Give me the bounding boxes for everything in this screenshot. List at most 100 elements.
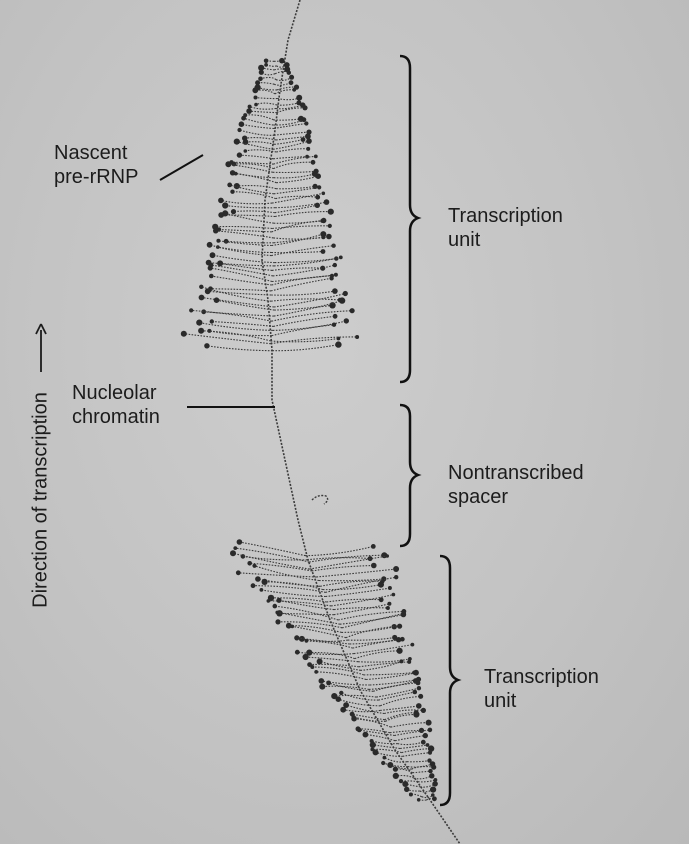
rnp-granule bbox=[222, 202, 229, 209]
nascent-rna-fibril bbox=[273, 156, 308, 160]
nascent-rna-fibril bbox=[271, 310, 353, 322]
rnp-granule bbox=[216, 238, 221, 243]
nascent-rna-fibril bbox=[271, 245, 334, 257]
rnp-granule bbox=[397, 623, 403, 629]
nascent-rna-fibril bbox=[366, 672, 417, 681]
nascent-rna-fibril bbox=[276, 102, 300, 106]
rnp-granule bbox=[288, 80, 294, 86]
rnp-granule bbox=[408, 657, 412, 661]
rnp-granule bbox=[332, 288, 338, 294]
rnp-granule bbox=[275, 610, 280, 615]
nascent-rna-fibril bbox=[420, 783, 436, 788]
nascent-rna-fibril bbox=[273, 220, 323, 224]
nascent-rna-fibril bbox=[268, 600, 332, 607]
nascent-rna-fibril bbox=[326, 598, 382, 603]
nascent-rna-fibril bbox=[274, 139, 304, 145]
rnp-granule bbox=[343, 702, 349, 708]
rnp-granule bbox=[217, 260, 224, 267]
bracket-transcription-unit-bottom bbox=[439, 554, 462, 807]
rnp-granule bbox=[343, 318, 349, 324]
nascent-rna-fibril bbox=[338, 610, 404, 621]
rnp-granule bbox=[238, 121, 245, 127]
nascent-rna-fibril bbox=[257, 86, 278, 91]
nascent-rna-fibril bbox=[318, 578, 384, 582]
nascent-rna-fibril bbox=[380, 695, 421, 707]
nascent-rna-fibril bbox=[325, 576, 397, 593]
rnp-granule bbox=[394, 575, 399, 580]
nascent-rna-fibril bbox=[199, 322, 273, 331]
nascent-rna-fibril bbox=[257, 82, 275, 85]
nascent-rna-fibril bbox=[239, 129, 275, 136]
rnp-granule bbox=[294, 649, 300, 655]
nascent-rna-fibril bbox=[341, 692, 379, 701]
nascent-rna-fibril bbox=[278, 599, 335, 611]
nascent-rna-fibril bbox=[252, 585, 326, 593]
nascent-rna-fibril bbox=[208, 262, 275, 267]
nascent-rna-fibril bbox=[297, 651, 354, 656]
rnp-granule bbox=[381, 760, 386, 766]
rnp-granule bbox=[349, 308, 355, 314]
rnp-granule bbox=[290, 624, 295, 629]
nascent-rna-fibril bbox=[238, 572, 317, 578]
nascent-label-line2: pre-rRNP bbox=[54, 166, 139, 188]
nascent-rna-fibril bbox=[331, 594, 394, 607]
rnp-granule bbox=[385, 606, 390, 610]
nascent-rna-fibril bbox=[309, 663, 359, 668]
nascent-rna-fibril bbox=[276, 175, 319, 184]
rnp-granule bbox=[372, 749, 379, 756]
nascent-rna-fibril bbox=[279, 612, 334, 616]
nascent-rna-fibril bbox=[255, 102, 278, 106]
rnp-granule bbox=[213, 297, 220, 304]
nascent-rna-fibril bbox=[322, 584, 382, 591]
rnp-granule bbox=[254, 102, 258, 107]
rnp-granule bbox=[313, 154, 318, 159]
nascent-rna-fibril bbox=[274, 82, 292, 86]
rnp-granule bbox=[252, 87, 259, 94]
nascent-rna-fibril bbox=[274, 204, 318, 214]
nascent-rna-fibril bbox=[218, 240, 272, 247]
nascent-rna-fibril bbox=[334, 694, 377, 698]
nascent-rna-fibril bbox=[273, 161, 314, 170]
nascent-rna-fibril bbox=[397, 741, 424, 746]
rnp-granule bbox=[332, 313, 338, 319]
nascent-rna-fibril bbox=[277, 611, 341, 625]
rnp-granule bbox=[393, 566, 400, 572]
nascent-rna-fibril bbox=[209, 244, 272, 257]
nascent-rna-fibril bbox=[203, 311, 274, 317]
nascent-rna-fibril bbox=[273, 292, 346, 308]
rnp-granule bbox=[425, 743, 430, 747]
rnp-granule bbox=[235, 570, 241, 576]
rnp-granule bbox=[326, 680, 331, 686]
nascent-rna-fibril bbox=[273, 300, 343, 317]
nascent-rna-fibril bbox=[271, 233, 324, 247]
nascent-rna-fibril bbox=[345, 625, 400, 639]
nascent-rna-fibril bbox=[354, 650, 400, 660]
rnp-granule bbox=[315, 173, 322, 179]
nascent-rna-fibril bbox=[389, 729, 422, 734]
nascent-rna-fibril bbox=[309, 555, 388, 570]
rnp-granule bbox=[275, 619, 281, 625]
nascent-rna-fibril bbox=[322, 685, 370, 690]
nascent-rna-fibril bbox=[226, 240, 274, 244]
rnp-granule bbox=[387, 762, 394, 768]
nascent-rna-fibril bbox=[305, 656, 359, 663]
rnp-granule bbox=[296, 94, 303, 101]
nascent-rna-fibril bbox=[273, 155, 316, 165]
rnp-granule bbox=[289, 74, 295, 80]
nascent-leader-line bbox=[159, 154, 204, 181]
rnp-granule bbox=[272, 603, 278, 609]
nascent-rna-fibril bbox=[421, 794, 434, 799]
rnp-granule bbox=[378, 597, 384, 603]
nascent-rna-fibril bbox=[212, 254, 275, 264]
nascent-rna-fibril bbox=[305, 545, 374, 557]
rnp-granule bbox=[410, 642, 415, 647]
nascent-rna-fibril bbox=[343, 709, 381, 713]
nascent-pre-rrnp-label: Nascent pre-rRNP bbox=[54, 141, 138, 189]
rnp-granule bbox=[425, 719, 432, 726]
nascent-rna-fibril bbox=[360, 660, 402, 671]
nascent-rna-fibril bbox=[233, 163, 274, 170]
rnp-granule bbox=[362, 731, 369, 738]
rnp-granule bbox=[342, 290, 348, 297]
nascent-rna-fibril bbox=[232, 172, 274, 179]
rnp-granule bbox=[420, 707, 426, 714]
